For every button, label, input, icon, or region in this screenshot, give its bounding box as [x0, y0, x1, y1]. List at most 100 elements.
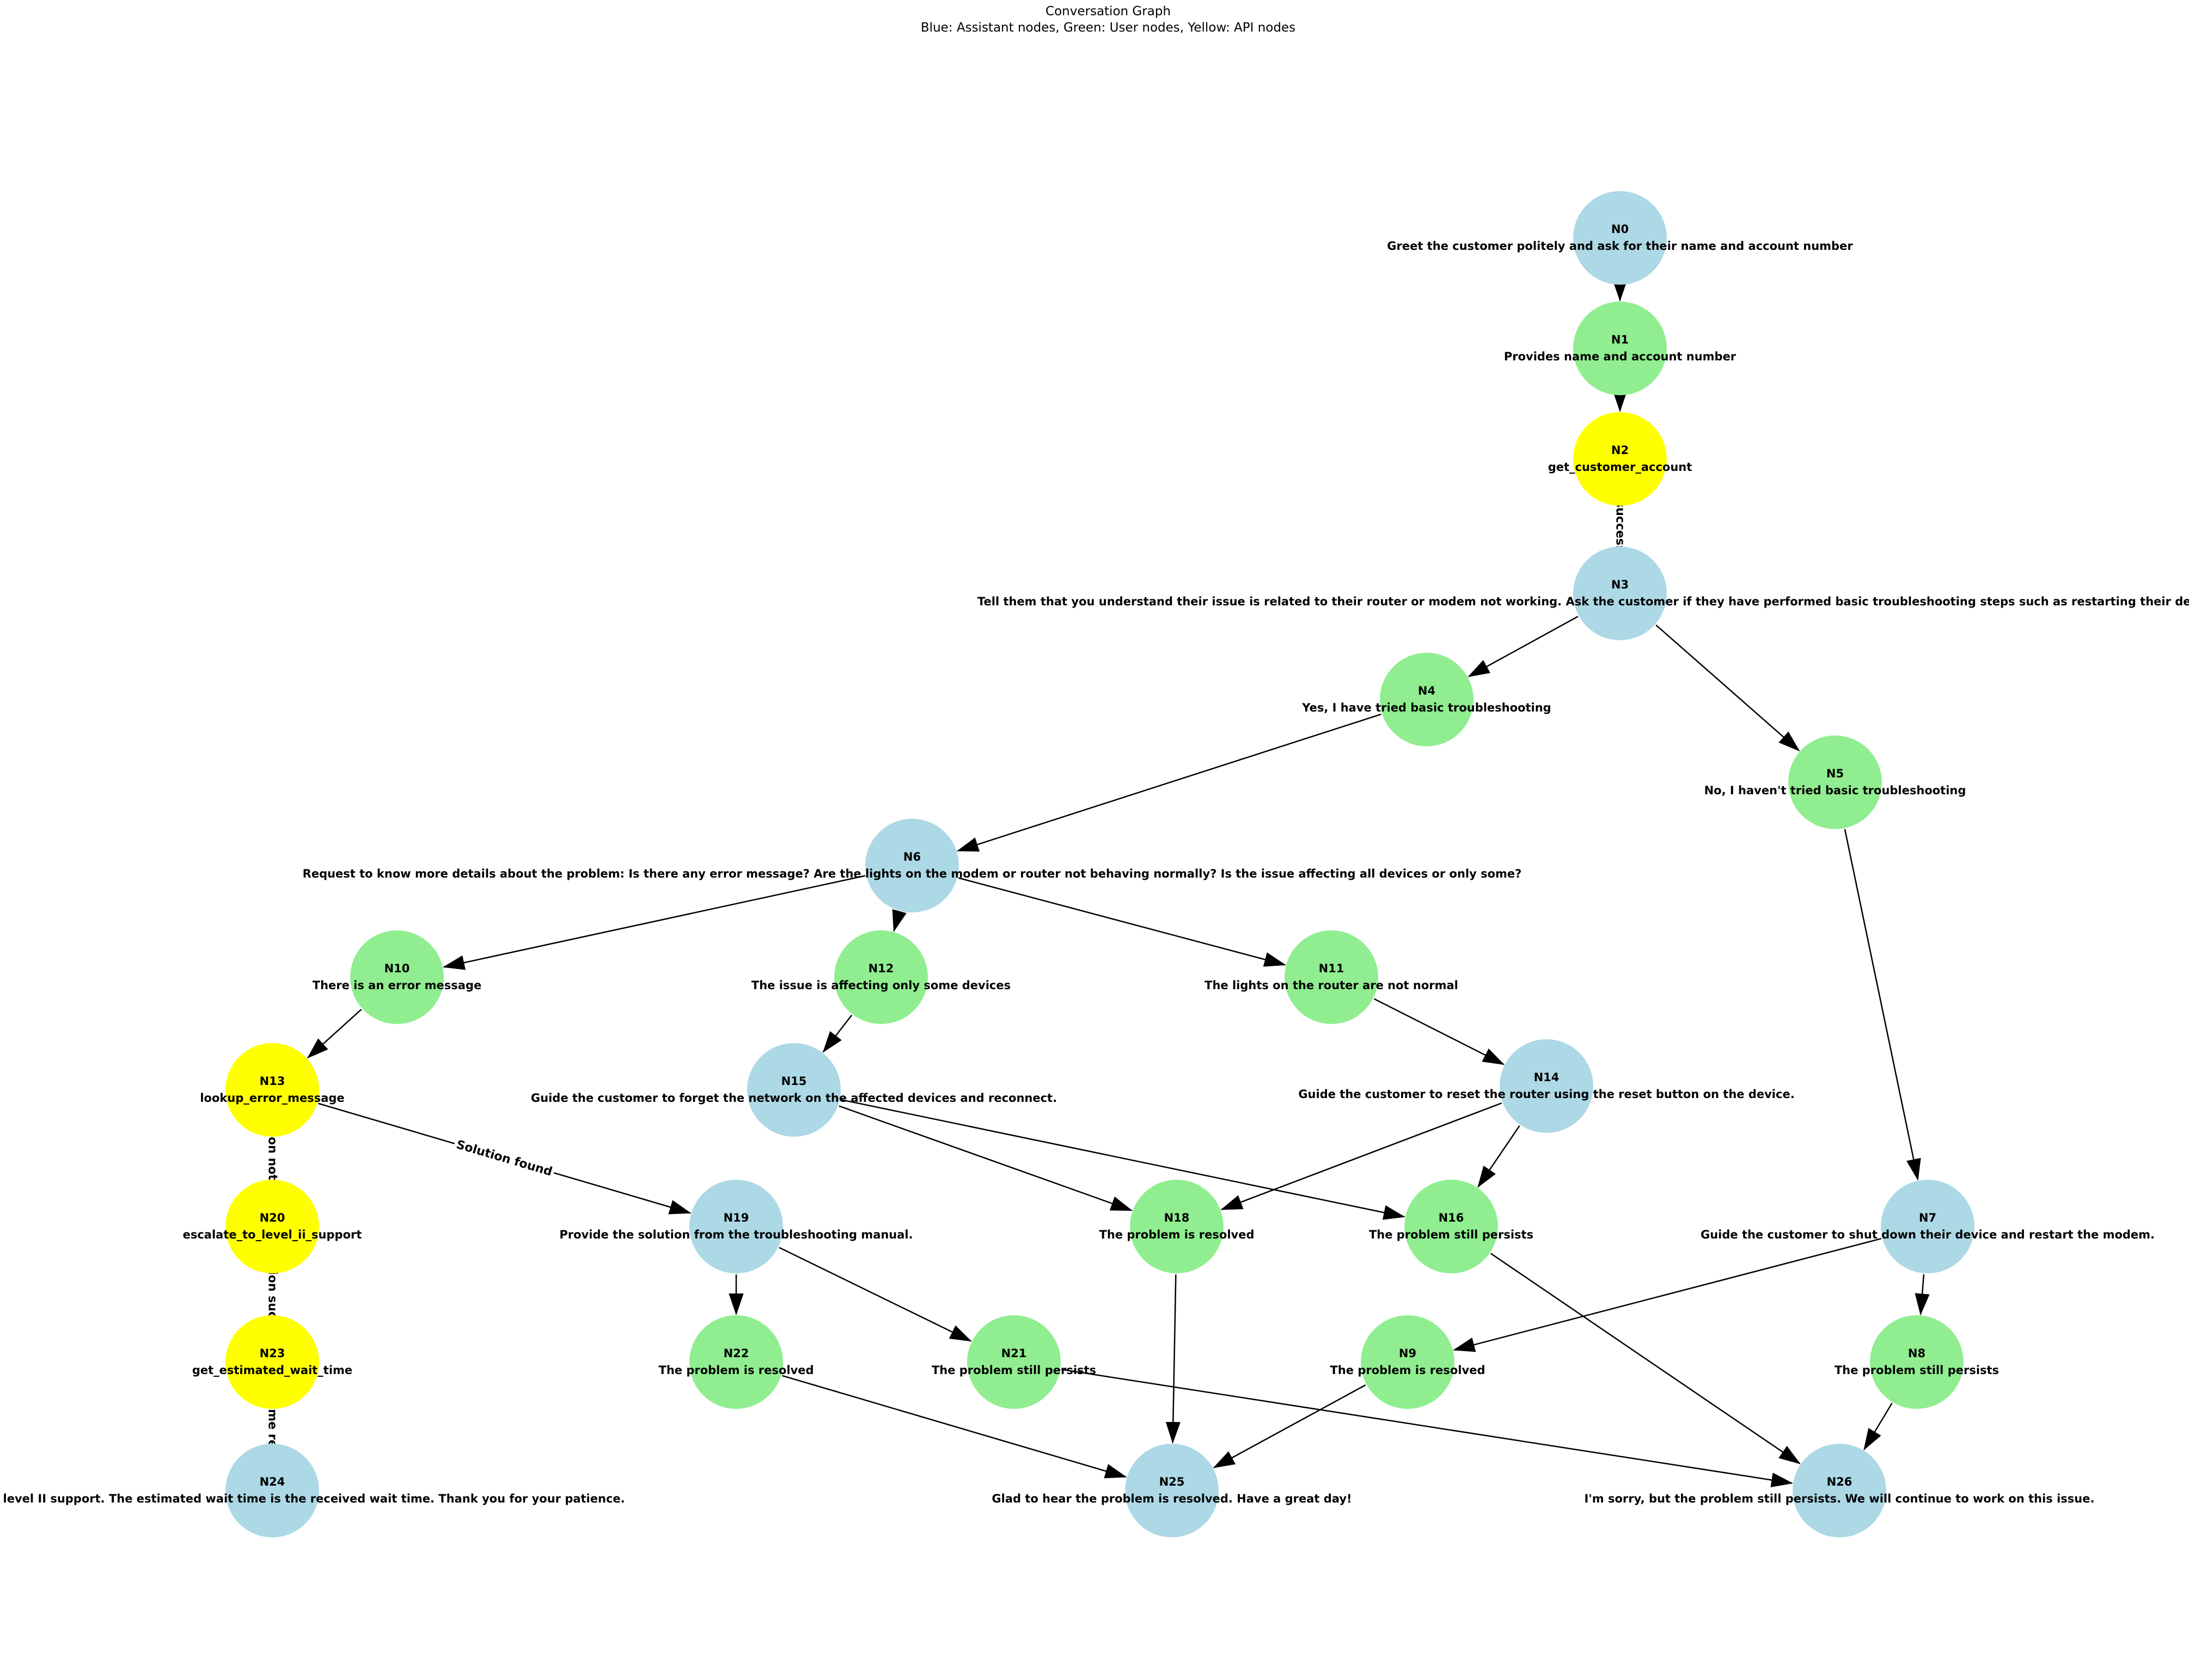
node-N9-user — [1361, 1315, 1454, 1409]
node-text-N11: The lights on the router are not normal — [1204, 979, 1458, 992]
node-text-N3: Tell them that you understand their issu… — [977, 595, 2189, 608]
node-text-N19: Provide the solution from the troublesho… — [559, 1228, 913, 1241]
node-N10-user — [350, 930, 444, 1024]
node-N6-assistant — [865, 819, 959, 912]
node-N0-assistant — [1573, 191, 1667, 285]
edge-N6-N12 — [892, 909, 907, 933]
node-id-N5: N5 — [1826, 767, 1844, 780]
node-text-N7: Guide the customer to shut down their de… — [1700, 1228, 2155, 1241]
node-id-N26: N26 — [1826, 1475, 1852, 1488]
node-text-N25: Glad to hear the problem is resolved. Ha… — [992, 1492, 1352, 1505]
node-text-N10: There is an error message — [312, 979, 482, 992]
node-id-N2: N2 — [1611, 444, 1629, 457]
node-text-N22: The problem is resolved — [658, 1364, 814, 1377]
node-id-N20: N20 — [259, 1211, 285, 1224]
node-text-N9: The problem is resolved — [1330, 1364, 1485, 1377]
node-text-N14: Guide the customer to reset the router u… — [1298, 1088, 1795, 1101]
node-label-N23: N23 get_estimated_wait_time — [192, 1345, 352, 1379]
edge-N7-N9 — [1453, 1237, 1882, 1352]
node-label-N2: N2 get_customer_account — [1548, 442, 1692, 476]
figure-title: Conversation Graph — [1045, 4, 1171, 19]
node-text-N2: get_customer_account — [1548, 461, 1692, 474]
edge-N7-N8 — [1915, 1274, 1930, 1316]
node-id-N25: N25 — [1159, 1475, 1185, 1488]
node-id-N18: N18 — [1164, 1211, 1190, 1224]
node-text-N16: The problem still persists — [1368, 1228, 1534, 1241]
node-N20-api — [225, 1180, 319, 1273]
node-N8-user — [1870, 1315, 1964, 1409]
node-N16-user — [1404, 1180, 1498, 1273]
node-label-N20: N20 escalate_to_level_ii_support — [183, 1210, 362, 1243]
node-label-N24: N24escalated to level II support. The es… — [0, 1474, 625, 1507]
node-id-N7: N7 — [1918, 1211, 1937, 1224]
node-id-N4: N4 — [1417, 684, 1436, 697]
node-N11-user — [1285, 930, 1378, 1024]
node-id-N15: N15 — [781, 1075, 807, 1088]
edge-N6-N11 — [958, 877, 1286, 967]
node-id-N8: N8 — [1907, 1347, 1926, 1360]
node-text-N5: No, I haven't tried basic troubleshootin… — [1704, 784, 1966, 797]
edge-label-N13-N20: on not — [265, 1134, 280, 1182]
node-id-N12: N12 — [868, 962, 894, 975]
edge-N11-N14 — [1373, 998, 1505, 1065]
node-text-N12: The issue is affecting only some devices — [751, 979, 1011, 992]
edge-label-N2-N3: success — [1612, 498, 1628, 555]
node-id-N13: N13 — [259, 1075, 285, 1088]
edge-N4-N6 — [956, 713, 1381, 852]
node-id-N19: N19 — [723, 1211, 749, 1224]
node-id-N23: N23 — [259, 1347, 285, 1360]
edge-label-N20-N23: ion suc — [265, 1268, 280, 1321]
edge-N3-N4 — [1468, 616, 1579, 677]
edge-N5-N7 — [1844, 829, 1921, 1181]
edge-N9-N25 — [1213, 1384, 1366, 1468]
node-id-N1: N1 — [1611, 333, 1629, 346]
node-text-N1: Provides name and account number — [1503, 350, 1736, 363]
node-text-N4: Yes, I have tried basic troubleshooting — [1302, 701, 1551, 714]
edge-N21-N26 — [1061, 1369, 1794, 1488]
node-text-N8: The problem still persists — [1834, 1364, 2000, 1377]
edge-N18-N25 — [1165, 1274, 1181, 1444]
node-text-N20: escalate_to_level_ii_support — [182, 1228, 362, 1241]
node-N4-user — [1380, 653, 1473, 746]
edge-N22-N25 — [782, 1375, 1127, 1479]
edge-N8-N26 — [1863, 1402, 1893, 1451]
node-N3-assistant — [1573, 547, 1667, 640]
node-text-N6: Request to know more details about the p… — [302, 867, 1522, 880]
node-id-N11: N11 — [1318, 962, 1344, 975]
edge-N16-N26 — [1490, 1253, 1801, 1464]
node-N21-user — [967, 1315, 1061, 1409]
node-text-N24: escalated to level II support. The estim… — [0, 1492, 625, 1505]
edge-N15-N18 — [839, 1105, 1133, 1211]
edge-N14-N16 — [1477, 1125, 1520, 1188]
node-N26-assistant — [1793, 1444, 1886, 1537]
node-text-N23: get_estimated_wait_time — [192, 1364, 353, 1377]
edge-N12-N15 — [822, 1014, 853, 1053]
edge-N14-N18 — [1220, 1102, 1502, 1210]
edge-N6-N10 — [443, 875, 866, 970]
node-text-N26: I'm sorry, but the problem still persist… — [1584, 1492, 2095, 1505]
node-text-N15: Guide the customer to forget the network… — [530, 1092, 1057, 1105]
node-N24-assistant — [225, 1444, 319, 1537]
node-N18-user — [1130, 1180, 1224, 1273]
edge-label-N23-N24: ime re — [265, 1402, 280, 1450]
edge-N3-N5 — [1655, 624, 1800, 752]
node-text-N18: The problem is resolved — [1099, 1228, 1255, 1241]
